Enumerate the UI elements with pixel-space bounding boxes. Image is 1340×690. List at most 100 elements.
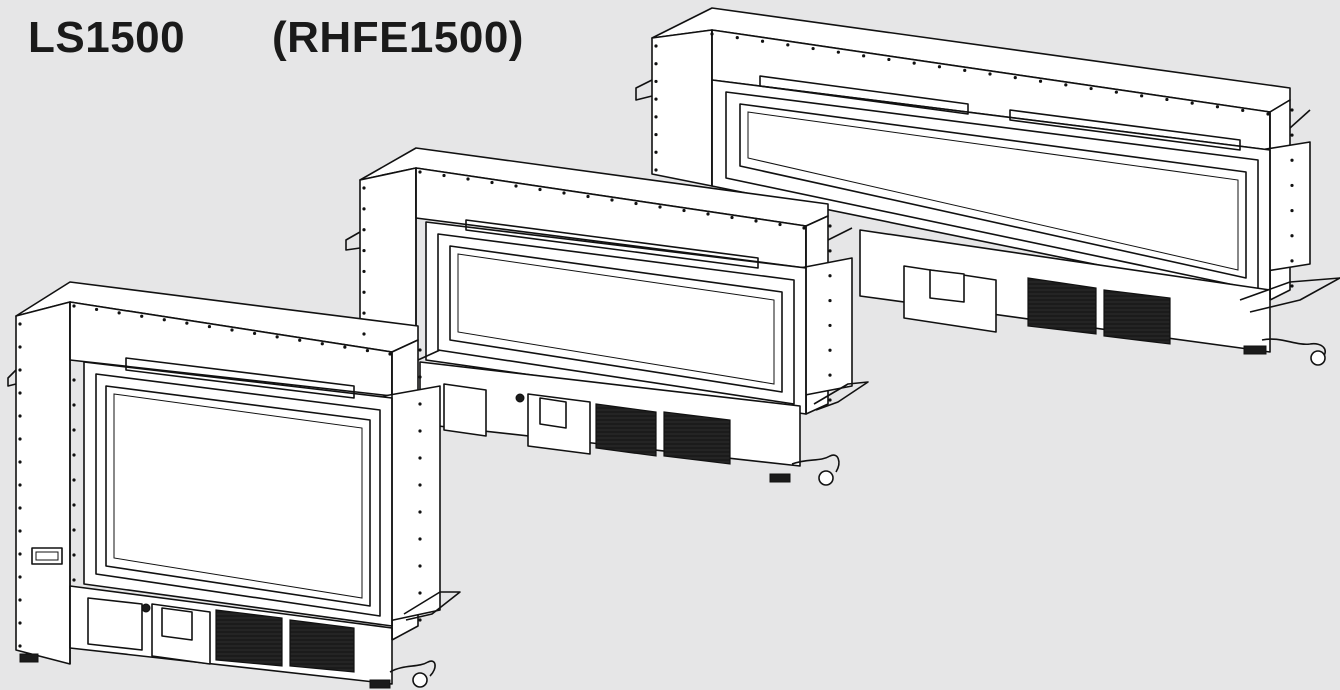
- rivet-dot: [418, 510, 422, 514]
- rivet-dot: [1165, 97, 1169, 102]
- rivet-dot: [828, 348, 832, 352]
- rivet-dot: [1215, 105, 1220, 109]
- indicator-light: [515, 393, 525, 403]
- rivet-dot: [18, 368, 22, 372]
- rivet-dot: [828, 224, 832, 228]
- rivet-dot: [562, 191, 566, 195]
- rivet-dot: [514, 184, 518, 188]
- power-cable: [389, 660, 436, 677]
- side-bracket: [635, 79, 653, 101]
- rivet-dot: [754, 219, 758, 223]
- rivet-dot: [275, 335, 279, 339]
- foot: [769, 473, 791, 483]
- rivet-dot: [538, 187, 542, 192]
- glass-panel: [739, 103, 1247, 279]
- rivet-dot: [1290, 284, 1294, 288]
- rivet-dot: [320, 342, 324, 346]
- rivet-dot: [654, 44, 658, 48]
- power-cable: [1261, 338, 1326, 359]
- grille-right: [663, 411, 731, 465]
- access-panel: [87, 597, 143, 651]
- rivet-dot: [1190, 101, 1194, 105]
- model-title: LS1500: [28, 13, 186, 62]
- rivet-dot: [1013, 76, 1017, 80]
- side-panel: [651, 29, 713, 187]
- rivet-dot: [828, 373, 832, 377]
- rivet-dot: [18, 552, 22, 556]
- grille-left: [215, 609, 283, 667]
- unit-front: [7, 281, 461, 689]
- grille-left: [1027, 277, 1097, 335]
- rivet-dot: [362, 186, 366, 190]
- rivet-dot: [18, 437, 22, 441]
- rivet-dot: [140, 314, 144, 318]
- rivet-dot: [362, 311, 366, 315]
- rivet-dot: [162, 318, 166, 322]
- foot: [369, 679, 391, 689]
- rivet-dot: [18, 391, 22, 395]
- rivet-dot: [828, 274, 832, 278]
- rivet-dot: [418, 537, 422, 541]
- rivet-dot: [1290, 208, 1294, 213]
- rivet-dot: [1114, 90, 1118, 94]
- rivet-dot: [418, 375, 422, 379]
- rivet-dot: [72, 304, 76, 308]
- rivet-dot: [887, 57, 891, 62]
- rivet-dot: [836, 50, 840, 54]
- alt-model-title: (RHFE1500): [272, 13, 524, 62]
- rivet-dot: [586, 194, 590, 199]
- rivet-dot: [72, 378, 76, 382]
- rivet-dot: [442, 173, 446, 178]
- rivet-dot: [207, 324, 212, 329]
- rivet-dot: [466, 177, 470, 181]
- grille-left: [595, 403, 657, 457]
- rivet-dot: [828, 249, 832, 253]
- rivet-dot: [1290, 133, 1294, 137]
- rivet-dot: [388, 352, 392, 356]
- rivet-dot: [18, 598, 22, 602]
- side-bracket: [345, 231, 361, 251]
- rivet-dot: [1241, 108, 1245, 112]
- rivet-dot: [1140, 94, 1144, 98]
- control-module: [161, 607, 193, 641]
- rivet-dot: [418, 170, 422, 174]
- unit-middle: [345, 147, 869, 486]
- rivet-dot: [72, 403, 76, 407]
- rivet-dot: [862, 54, 866, 58]
- rivet-dot: [937, 65, 942, 69]
- rivet-dot: [828, 298, 832, 303]
- rivet-dot: [912, 61, 916, 65]
- power-cable: [791, 454, 840, 473]
- rivet-dot: [778, 222, 782, 227]
- access-panel: [443, 383, 487, 437]
- rivet-dot: [1290, 183, 1294, 188]
- rivet-dot: [362, 228, 366, 232]
- rivet-dot: [362, 269, 366, 274]
- rivet-dot: [1266, 112, 1270, 116]
- rivet-dot: [1290, 158, 1294, 162]
- rivet-dot: [1290, 108, 1294, 112]
- rivet-dot: [18, 322, 22, 326]
- rivet-dot: [418, 456, 422, 460]
- rivet-dot: [117, 311, 121, 315]
- rivet-dot: [418, 591, 422, 595]
- rivet-dot: [490, 180, 494, 185]
- rivet-dot: [365, 348, 370, 353]
- plug: [412, 672, 428, 688]
- glass-panel: [105, 385, 371, 607]
- rivet-dot: [1290, 234, 1294, 238]
- grille-right: [1103, 289, 1171, 345]
- rivet-dot: [654, 79, 658, 84]
- rivet-dot: [802, 226, 806, 230]
- rivet-dot: [1038, 79, 1043, 83]
- rivet-dot: [418, 402, 422, 406]
- rivet-dot: [828, 398, 832, 402]
- rivet-dot: [18, 414, 22, 418]
- foot: [1243, 345, 1267, 355]
- foot: [19, 653, 39, 663]
- rivet-dot: [654, 132, 658, 137]
- rivet-dot: [418, 348, 422, 352]
- rivet-dot: [72, 528, 76, 532]
- rivet-dot: [682, 208, 686, 213]
- rivet-dot: [730, 215, 734, 220]
